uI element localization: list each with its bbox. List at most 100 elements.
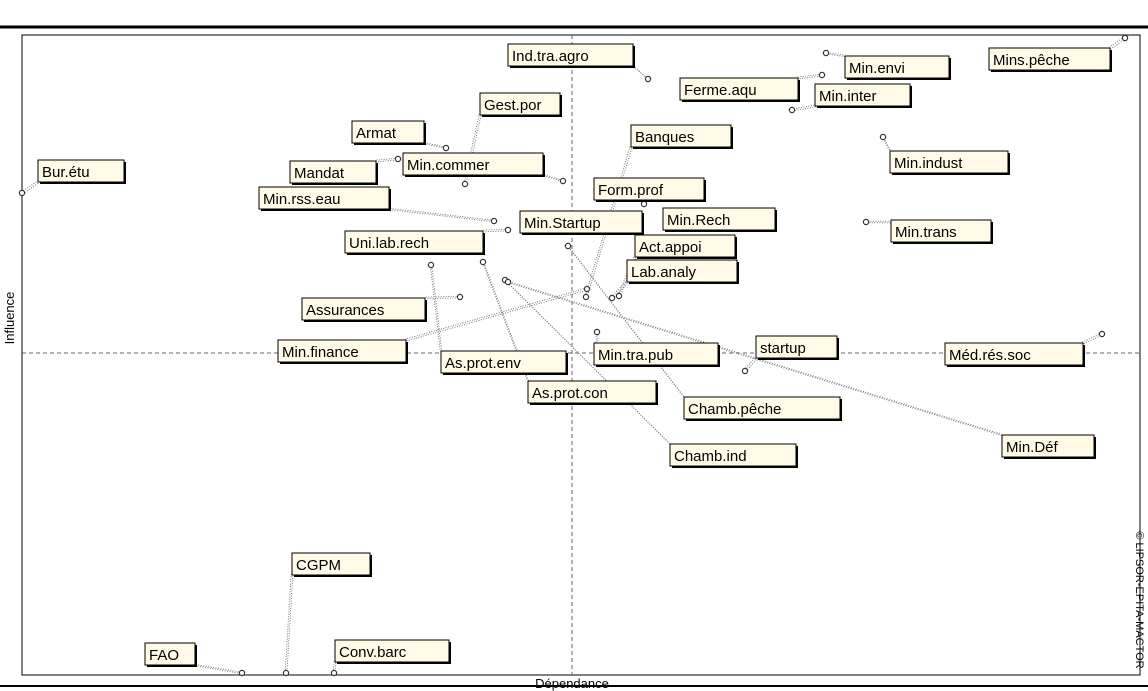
label-box-uni-lab-rech [344, 230, 484, 254]
leader-line-lab-analy [610, 280, 627, 298]
label-box-min-startup [519, 210, 643, 234]
point-label-fao: FAO [149, 647, 179, 664]
leader-line-min-rss-eau [389, 209, 495, 223]
label-box-min-inter [814, 83, 911, 107]
point-label-min-def: Min.Déf [1006, 439, 1059, 456]
leader-line-gest-por [465, 115, 482, 185]
point-marker-as-prot-env [427, 261, 435, 269]
label-box-startup [755, 335, 838, 359]
point-label-min-tra-pub: Min.tra.pub [598, 347, 673, 364]
point-label-ind-tra-agro: Ind.tra.agro [512, 48, 589, 65]
point-label-lab-analy: Lab.analy [631, 264, 697, 281]
label-box-gest-por [479, 92, 561, 116]
label-box-ferme-aqu [679, 77, 799, 101]
leader-line-ferme-aqu [797, 73, 822, 78]
leader-line-bur-etu [22, 182, 40, 195]
point-marker-min-commer [559, 177, 567, 185]
label-box-min-rss-eau [258, 186, 390, 210]
label-box-form-prof [593, 177, 705, 201]
point-marker-min-tra-pub [593, 328, 601, 336]
label-box-as-prot-con [527, 380, 657, 404]
point-marker-ferme-aqu [818, 71, 826, 79]
leader-line-min-def [507, 280, 1002, 435]
point-label-min-rss-eau: Min.rss.eau [263, 191, 341, 208]
leader-line-min-indust [883, 137, 892, 153]
label-box-mandat [289, 160, 377, 184]
point-marker-min-envi [822, 49, 830, 57]
point-label-min-rech: Min.Rech [667, 212, 730, 229]
point-marker-min-trans [862, 218, 870, 226]
label-box-min-envi [844, 55, 950, 79]
point-label-as-prot-con: As.prot.con [532, 385, 608, 402]
label-box-banques [630, 124, 732, 148]
label-box-min-commer [402, 152, 544, 176]
point-marker-mins-peche [1121, 34, 1129, 42]
leader-line-ferme-aqu [798, 75, 823, 80]
leader-line-lab-analy [612, 282, 629, 300]
point-marker-lab-analy [608, 294, 616, 302]
point-label-min-trans: Min.trans [895, 224, 957, 241]
leader-line-conv-barc [332, 661, 335, 673]
point-markers [18, 34, 1129, 677]
label-box-med-res-soc [944, 342, 1084, 366]
label-box-act-appoi [634, 234, 736, 258]
label-box-armat [351, 120, 425, 144]
point-label-uni-lab-rech: Uni.lab.rech [349, 235, 429, 252]
leader-line-med-res-soc [1083, 334, 1104, 345]
point-label-min-finance: Min.finance [282, 344, 359, 361]
point-label-ferme-aqu: Ferme.aqu [684, 82, 757, 99]
label-box-min-rech [662, 207, 776, 231]
point-label-med-res-soc: Méd.rés.soc [949, 347, 1031, 364]
point-marker-bur-etu [18, 189, 26, 197]
point-label-chamb-peche: Chamb.pêche [688, 401, 781, 418]
point-label-conv-barc: Conv.barc [339, 644, 407, 661]
label-box-fao [144, 642, 196, 666]
point-label-cgpm: CGPM [296, 557, 341, 574]
leader-line-min-envi [826, 53, 846, 58]
point-marker-chamb-peche [564, 242, 572, 250]
point-marker-as-prot-con [479, 258, 487, 266]
point-label-armat: Armat [356, 125, 397, 142]
point-marker-uni-lab-rech [504, 226, 512, 234]
leader-line-fao [194, 663, 242, 673]
point-marker-min-rss-eau [490, 217, 498, 225]
point-marker-banques [582, 293, 590, 301]
label-box-chamb-ind [669, 443, 797, 467]
label-box-assurances [301, 297, 426, 321]
leader-line-fao [195, 665, 243, 675]
point-label-mandat: Mandat [294, 165, 345, 182]
point-label-mins-peche: Mins.pêche [993, 52, 1070, 69]
label-box-min-trans [890, 219, 992, 243]
leader-line-mins-peche [1108, 36, 1125, 48]
point-label-min-commer: Min.commer [407, 157, 490, 174]
point-marker-ind-tra-agro [644, 75, 652, 83]
point-marker-min-def [504, 278, 512, 286]
label-box-conv-barc [334, 639, 450, 663]
leader-line-uni-lab-rech [482, 228, 508, 231]
label-box-mins-peche [988, 47, 1111, 71]
point-marker-gest-por [461, 180, 469, 188]
leader-line-min-def [508, 282, 1003, 437]
y-axis-title: Influence [2, 292, 17, 345]
point-label-min-startup: Min.Startup [524, 215, 601, 232]
point-marker-min-inter [788, 106, 796, 114]
leader-line-as-prot-env [431, 265, 443, 352]
point-label-bur-etu: Bur.étu [42, 164, 90, 181]
point-label-assurances: Assurances [306, 302, 384, 319]
label-box-min-finance [277, 339, 407, 363]
point-marker-assurances [456, 293, 464, 301]
label-box-ind-tra-agro [507, 43, 634, 67]
point-label-gest-por: Gest.por [484, 97, 542, 114]
point-label-min-envi: Min.envi [849, 60, 905, 77]
point-marker-mandat [394, 155, 402, 163]
leader-line-gest-por [463, 114, 480, 184]
point-label-startup: startup [760, 340, 806, 357]
label-box-cgpm [291, 552, 371, 576]
point-marker-conv-barc [330, 669, 338, 677]
point-label-chamb-ind: Chamb.ind [674, 448, 747, 465]
point-marker-fao [238, 669, 246, 677]
leader-line-conv-barc [334, 662, 337, 674]
leader-line-bur-etu [20, 180, 38, 193]
